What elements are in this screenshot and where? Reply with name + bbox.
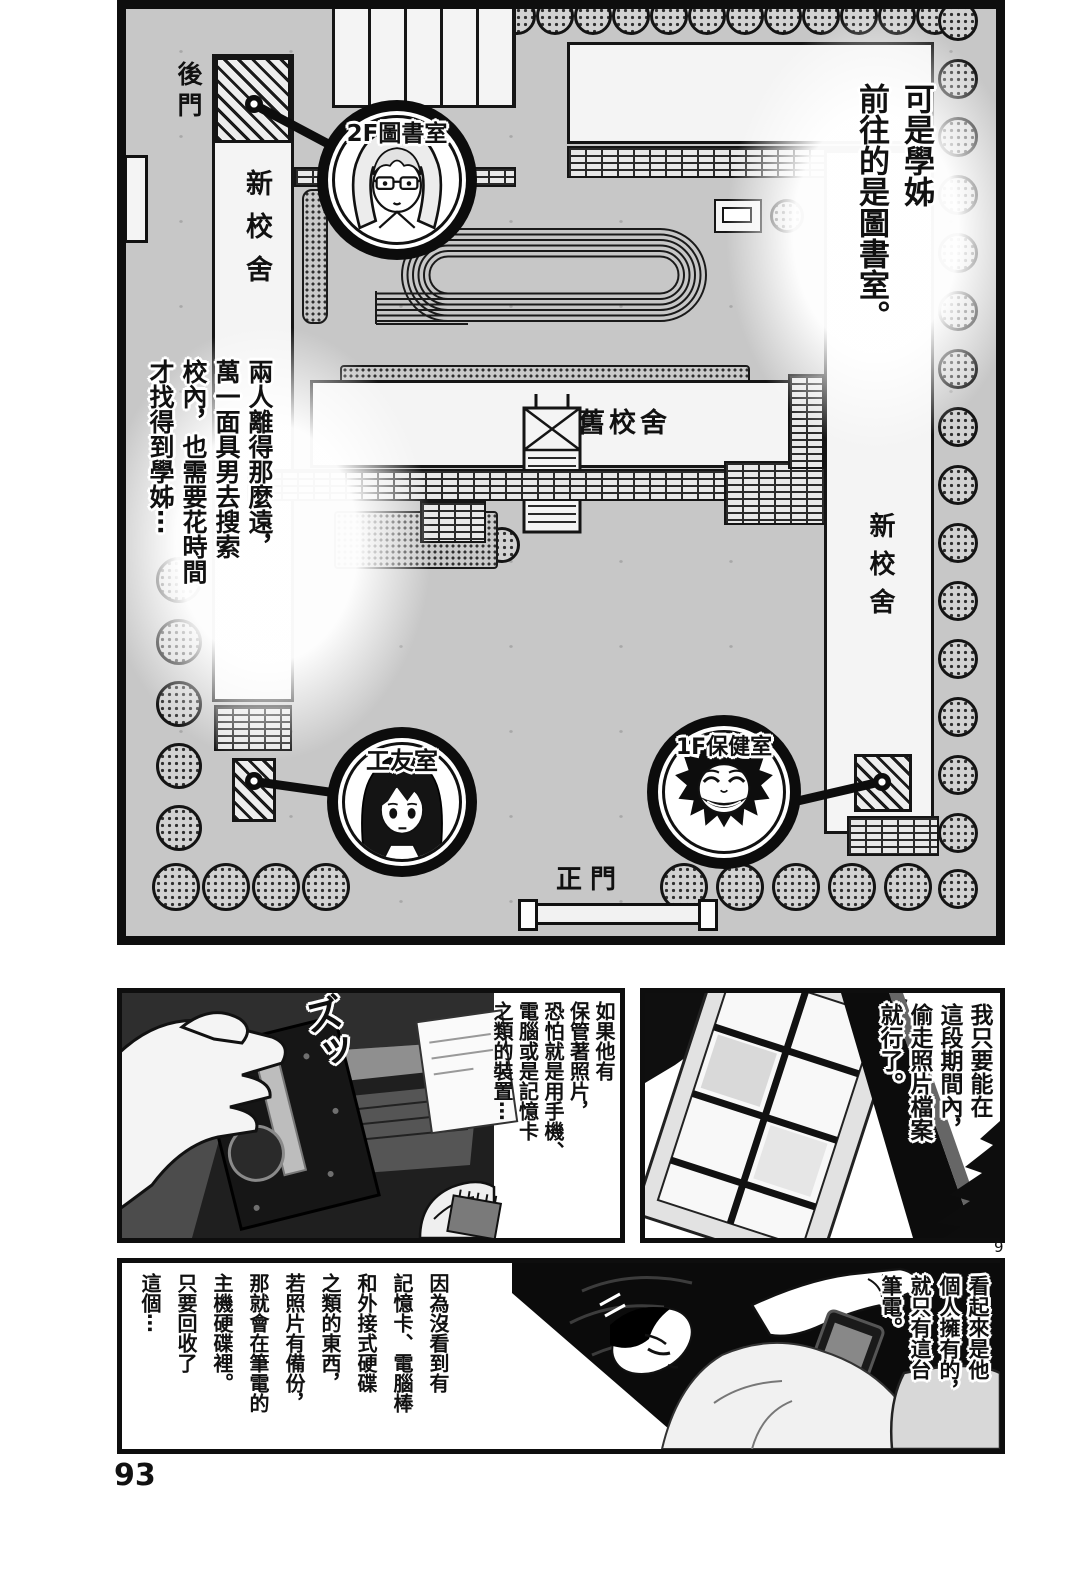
back-gate-label: 後門 bbox=[174, 61, 203, 123]
girl-scene-illustration bbox=[512, 1263, 1000, 1449]
caption-line: 筆電。 bbox=[879, 1275, 903, 1338]
hdd-caption: 如果他有 保管著照片， 恐怕就是用手機、 電腦或是記憶卡 之類的裝置⋯ bbox=[489, 1001, 616, 1233]
caption-line: 校內，也需要花時間 bbox=[179, 359, 208, 584]
tree-icon bbox=[302, 863, 350, 911]
tree-icon bbox=[152, 863, 200, 911]
caption-line: 因為沒看到有 bbox=[426, 1273, 450, 1393]
tree-icon bbox=[938, 581, 978, 621]
walkway-right bbox=[724, 461, 832, 525]
school-map-panel: 2F圖書室 工友室 bbox=[117, 0, 1005, 945]
caption-line: 若照片有備份， bbox=[282, 1273, 306, 1413]
main-gate-label: 正門 bbox=[556, 865, 625, 895]
tree-icon bbox=[828, 863, 876, 911]
library-badge: 2F圖書室 bbox=[317, 100, 477, 260]
caption-line: 這個⋯ bbox=[138, 1273, 162, 1333]
tree-icon bbox=[938, 813, 978, 853]
janitor-marked-area bbox=[232, 758, 276, 822]
girl-caption-left: 因為沒看到有 記憶卡、電腦棒 和外接式硬碟 之類的東西， 若照片有備份， 那就會… bbox=[132, 1273, 456, 1441]
infirmary-badge: 1F保健室 bbox=[647, 715, 801, 869]
old-building-label: 舊校舍 bbox=[578, 408, 671, 439]
page-number-side: 9 bbox=[994, 1238, 1004, 1256]
map-pin-dot bbox=[245, 95, 263, 113]
map-caption-right: 可是學姊 前往的是圖書室。 bbox=[838, 83, 938, 427]
tree-icon bbox=[938, 869, 978, 909]
hdd-scene-illustration bbox=[122, 993, 620, 1238]
caption-line: 恐怕就是用手機、 bbox=[541, 1001, 565, 1161]
caption-line: 我只要能在 bbox=[966, 1003, 992, 1118]
back-gate-structure bbox=[126, 155, 148, 243]
caption-line: 只要回收了 bbox=[174, 1273, 198, 1373]
old-building-entrance bbox=[522, 394, 582, 534]
caption-line: 記憶卡、電腦棒 bbox=[390, 1273, 414, 1413]
caption-line: 偷走照片檔案 bbox=[906, 1003, 932, 1141]
caption-line: 主機硬碟裡。 bbox=[210, 1273, 234, 1393]
masked-man-portrait-icon bbox=[662, 730, 786, 854]
walkway-entrance bbox=[420, 501, 486, 543]
badge-label: 2F圖書室 bbox=[346, 121, 448, 147]
tree-icon bbox=[884, 863, 932, 911]
janitor-girl-portrait-icon bbox=[342, 742, 462, 862]
caption-line: 就行了。 bbox=[876, 1003, 902, 1095]
caption-line: 如果他有 bbox=[592, 1001, 616, 1081]
tree-icon bbox=[772, 863, 820, 911]
page-number-folio: 93 bbox=[114, 1458, 156, 1493]
library-girl-portrait-icon bbox=[332, 115, 462, 245]
caption-glow bbox=[726, 15, 996, 451]
caption-line: 可是學姊 bbox=[898, 83, 934, 207]
main-gate-bar bbox=[524, 903, 710, 925]
caption-line: 前往的是圖書室。 bbox=[853, 83, 889, 331]
tree-icon bbox=[716, 863, 764, 911]
caption-line: 保管著照片， bbox=[566, 1001, 591, 1121]
badge-label: 工友室 bbox=[366, 747, 438, 775]
caption-line: 就只有這台 bbox=[908, 1275, 932, 1380]
new-building-left-label: 新校舍 bbox=[241, 169, 272, 298]
caption-line: 萬一面具男去搜索 bbox=[212, 359, 241, 559]
running-track bbox=[375, 228, 707, 325]
map-pin-dot bbox=[245, 772, 263, 790]
tree-icon bbox=[650, 9, 688, 35]
map-caption-left: 兩人離得那麼遠， 萬一面具男去搜索 校內，也需要花時間 才找得到學姊⋯ bbox=[134, 359, 276, 721]
map-pin-dot bbox=[873, 773, 891, 791]
window-caption: 我只要能在 這段期間內， 偷走照片檔案 就行了。 bbox=[874, 1003, 994, 1231]
caption-line: 那就會在筆電的 bbox=[246, 1273, 270, 1413]
caption-line: 之類的東西， bbox=[318, 1273, 342, 1393]
caption-line: 個人擁有的， bbox=[937, 1275, 961, 1401]
janitor-badge: 工友室 bbox=[327, 727, 477, 877]
tree-icon bbox=[688, 9, 726, 35]
girl-scene-panel: 因為沒看到有 記憶卡、電腦棒 和外接式硬碟 之類的東西， 若照片有備份， 那就會… bbox=[117, 1258, 1005, 1454]
caption-line: 這段期間內， bbox=[936, 1003, 962, 1141]
caption-line: 電腦或是記憶卡 bbox=[515, 1001, 540, 1141]
main-gate-post bbox=[518, 899, 538, 931]
window-scene-panel: 我只要能在 這段期間內， 偷走照片檔案 就行了。 bbox=[640, 988, 1005, 1243]
new-building-right-label: 新校舍 bbox=[865, 512, 895, 626]
main-gate-post bbox=[698, 899, 718, 931]
caption-line: 看起來是他 bbox=[966, 1275, 990, 1380]
tree-icon bbox=[938, 755, 978, 795]
caption-line: 和外接式硬碟 bbox=[354, 1273, 378, 1393]
tree-icon bbox=[574, 9, 612, 35]
window-scene-illustration bbox=[645, 993, 1000, 1238]
tree-icon bbox=[536, 9, 574, 35]
caption-glow bbox=[126, 325, 432, 761]
tree-icon bbox=[938, 639, 978, 679]
tree-icon bbox=[938, 465, 978, 505]
tree-icon bbox=[252, 863, 300, 911]
caption-line: 之類的裝置⋯ bbox=[490, 1001, 514, 1121]
tree-icon bbox=[202, 863, 250, 911]
gym-building bbox=[332, 9, 516, 108]
girl-caption-right: 看起來是他 個人擁有的， 就只有這台 筆電。 bbox=[876, 1275, 992, 1439]
tree-icon bbox=[938, 697, 978, 737]
tree-icon bbox=[938, 523, 978, 563]
tree-icon bbox=[156, 805, 202, 851]
caption-line: 才找得到學姊⋯ bbox=[146, 359, 175, 534]
badge-label: 1F保健室 bbox=[675, 735, 773, 760]
balcony-bottom-right bbox=[847, 816, 939, 856]
caption-line: 兩人離得那麼遠， bbox=[245, 359, 274, 559]
hdd-scene-panel: ズッ 如果他有 保管著照片， 恐怕就是用手機、 電腦或是記憶卡 之類的裝置⋯ bbox=[117, 988, 625, 1243]
tree-icon bbox=[612, 9, 650, 35]
